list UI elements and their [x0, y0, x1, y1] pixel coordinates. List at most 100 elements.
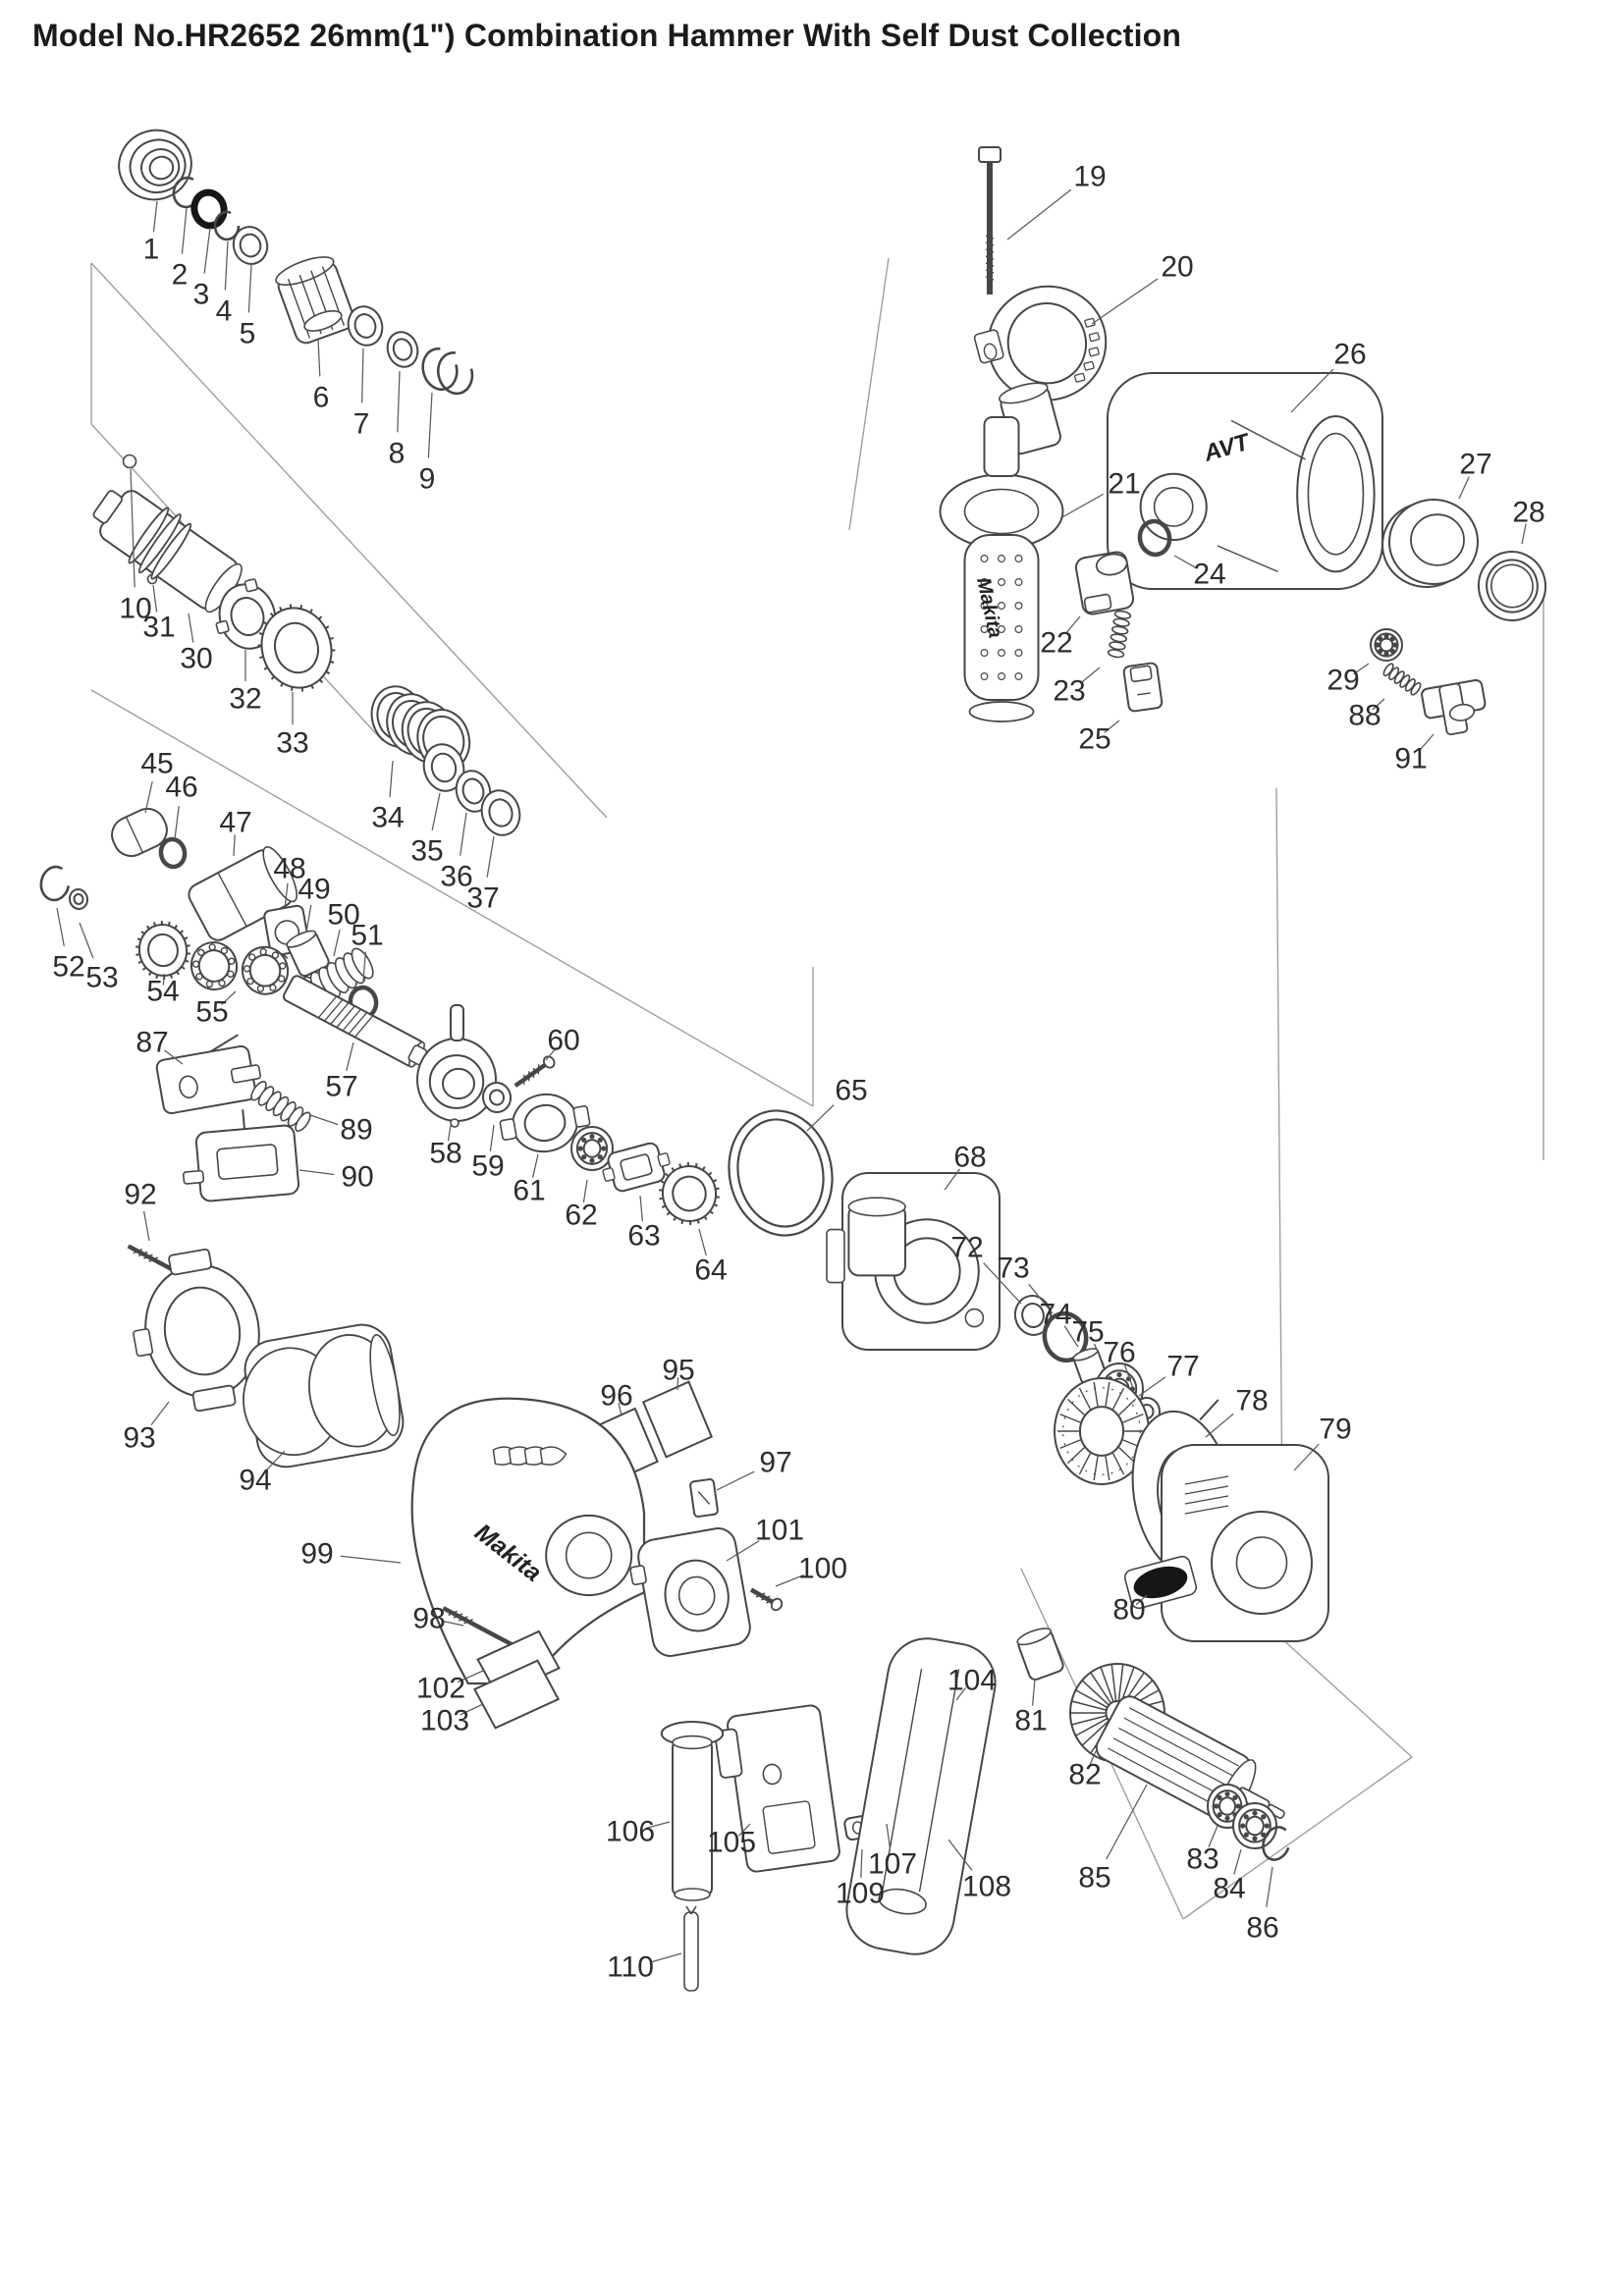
- part-87-shape: [155, 1034, 261, 1115]
- part-89-shape: [250, 1080, 311, 1133]
- part-1-shape: [118, 129, 192, 201]
- part-68-shape: [826, 1172, 1001, 1351]
- part-label-90: 90: [341, 1161, 373, 1194]
- part-86-shape: [1262, 1826, 1291, 1861]
- part-97-shape: [689, 1478, 719, 1518]
- part-label-99: 99: [300, 1538, 333, 1571]
- part-10-shape: [122, 454, 137, 469]
- part-label-7: 7: [353, 408, 370, 441]
- part-label-108: 108: [962, 1871, 1011, 1903]
- part-label-53: 53: [85, 962, 118, 994]
- part-100-shape: [749, 1587, 784, 1612]
- part-label-106: 106: [606, 1816, 655, 1848]
- part-label-35: 35: [410, 835, 443, 868]
- part-label-21: 21: [1108, 468, 1140, 501]
- part-46-shape: [158, 836, 188, 870]
- part-label-30: 30: [180, 643, 212, 675]
- part-label-80: 80: [1112, 1594, 1145, 1627]
- part-58-shape: [416, 1004, 497, 1128]
- part-label-59: 59: [471, 1150, 504, 1183]
- part-33-shape: [257, 604, 336, 692]
- part-25-shape: [1122, 662, 1164, 713]
- part-label-24: 24: [1193, 559, 1225, 591]
- part-72-shape: [1013, 1295, 1053, 1336]
- part-label-87: 87: [135, 1027, 168, 1059]
- part-label-77: 77: [1166, 1351, 1199, 1383]
- part-label-75: 75: [1071, 1316, 1104, 1349]
- part-label-25: 25: [1078, 723, 1110, 756]
- part-label-97: 97: [759, 1447, 791, 1479]
- part-20-shape: [973, 285, 1108, 455]
- part-label-32: 32: [229, 683, 261, 716]
- part-label-1: 1: [143, 234, 160, 266]
- part-label-63: 63: [627, 1220, 660, 1253]
- part-101-shape: [629, 1527, 751, 1657]
- part-label-101: 101: [755, 1515, 804, 1547]
- part-99-shape: Makita: [410, 1397, 646, 1685]
- part-label-98: 98: [412, 1603, 445, 1635]
- part-label-62: 62: [565, 1200, 597, 1232]
- part-30-shape: [92, 490, 243, 614]
- part-23-shape: [1107, 610, 1132, 659]
- part-4-shape: [213, 210, 241, 241]
- part-label-36: 36: [440, 861, 472, 893]
- part-label-61: 61: [513, 1175, 545, 1207]
- part-label-103: 103: [420, 1705, 469, 1737]
- part-label-95: 95: [662, 1355, 694, 1387]
- part-label-3: 3: [193, 279, 210, 311]
- part-62-shape: [570, 1126, 614, 1171]
- part-label-51: 51: [351, 920, 383, 952]
- part-label-79: 79: [1319, 1414, 1351, 1446]
- part-label-45: 45: [140, 748, 173, 780]
- part-63-shape: [602, 1142, 671, 1193]
- part-88-shape: [1382, 663, 1422, 696]
- part-label-29: 29: [1326, 665, 1359, 697]
- part-47-shape: [188, 846, 298, 941]
- part-label-49: 49: [298, 874, 330, 906]
- part-label-94: 94: [239, 1465, 271, 1497]
- part-label-107: 107: [868, 1848, 917, 1881]
- part-8-shape: [386, 331, 419, 368]
- part-label-93: 93: [123, 1422, 155, 1455]
- part-label-104: 104: [947, 1665, 997, 1697]
- part-61-shape: [499, 1093, 591, 1153]
- part-106-shape: [660, 1721, 725, 1901]
- part-label-37: 37: [466, 882, 499, 915]
- part-label-84: 84: [1213, 1873, 1245, 1905]
- part-label-100: 100: [798, 1553, 847, 1585]
- part-19-shape: [978, 146, 1001, 294]
- part-80-shape: [1123, 1555, 1198, 1610]
- part-label-26: 26: [1333, 339, 1366, 371]
- part-label-102: 102: [416, 1673, 465, 1705]
- part-label-46: 46: [165, 772, 197, 804]
- part-24-shape: [1137, 518, 1172, 558]
- part-label-60: 60: [547, 1025, 579, 1057]
- part-64-shape: [659, 1162, 720, 1225]
- part-90-shape: [183, 1109, 300, 1202]
- part-54-shape: [135, 921, 191, 980]
- part-94-shape: [243, 1323, 405, 1468]
- part-label-68: 68: [953, 1142, 986, 1174]
- part-28-shape: [1477, 551, 1547, 621]
- part-57-shape: [282, 975, 428, 1068]
- part-label-76: 76: [1103, 1337, 1135, 1369]
- part-110-shape: [683, 1905, 699, 1992]
- part-label-33: 33: [276, 727, 308, 760]
- part-label-57: 57: [325, 1071, 357, 1103]
- part-label-34: 34: [371, 802, 404, 834]
- part-label-110: 110: [607, 1951, 654, 1984]
- part-label-92: 92: [124, 1179, 156, 1211]
- part-49-shape: [286, 930, 330, 978]
- part-3-shape: [190, 188, 228, 230]
- part-label-50: 50: [327, 899, 359, 932]
- part-label-8: 8: [389, 438, 406, 470]
- part-label-109: 109: [836, 1878, 885, 1910]
- part-29-shape: [1370, 628, 1403, 662]
- part-label-19: 19: [1073, 161, 1106, 193]
- part-label-48: 48: [273, 853, 305, 885]
- part-59-shape: [481, 1082, 513, 1113]
- part-84-shape: [1232, 1802, 1277, 1849]
- part-5-shape: [232, 226, 269, 265]
